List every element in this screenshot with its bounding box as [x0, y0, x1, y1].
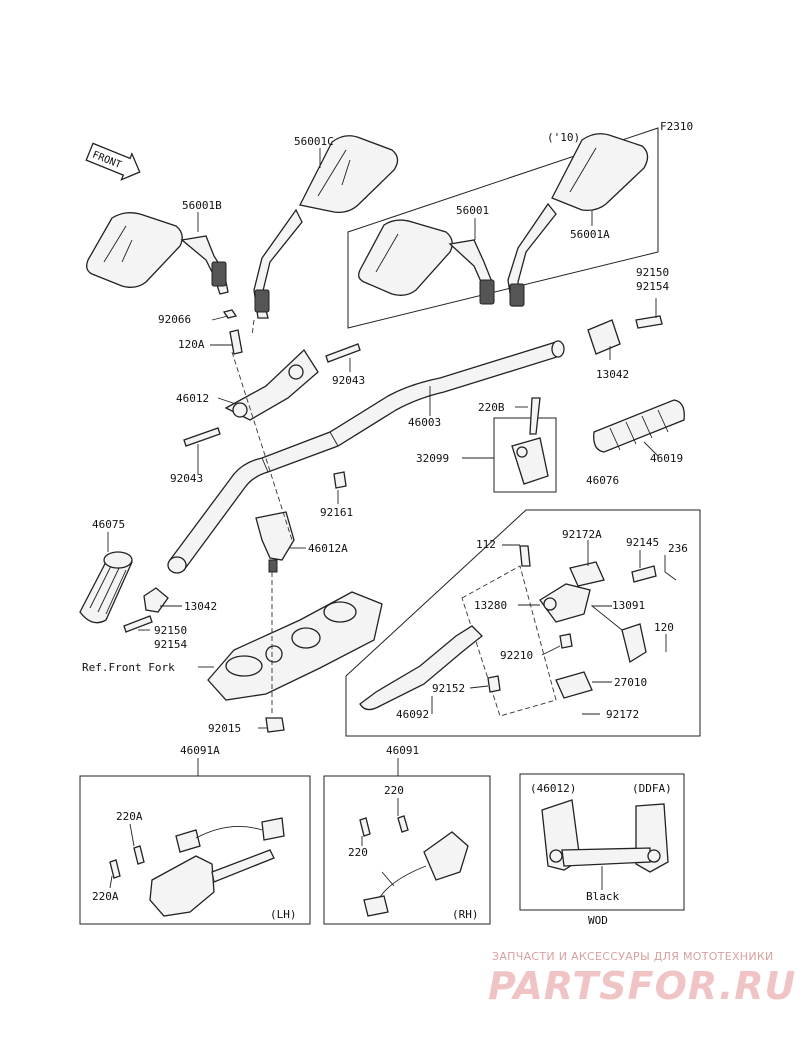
- brake-assembly-frame: [345, 509, 701, 737]
- label-92015: 92015: [208, 722, 241, 735]
- mirror-56001b: [86, 212, 229, 295]
- label-56001c: 56001C: [294, 135, 334, 148]
- label-46075: 46075: [92, 518, 125, 531]
- label-92150-top: 92150: [636, 266, 669, 279]
- label-92152: 92152: [432, 682, 465, 695]
- clamp-32099: [511, 397, 549, 485]
- grip-46019: [587, 315, 685, 453]
- label-92154-left: 92154: [154, 638, 187, 651]
- watermark-logo: PARTSFOR.RU: [488, 964, 797, 1008]
- inset-holder-ddfa: [541, 799, 669, 873]
- label-92043-left: 92043: [170, 472, 203, 485]
- brake-lever-46092: [359, 625, 483, 711]
- label-46076: 46076: [586, 474, 619, 487]
- inset-left-label: (46012): [530, 782, 576, 795]
- mirror-56001c: [253, 135, 399, 319]
- rh-tag: (RH): [452, 908, 479, 921]
- label-46012a: 46012A: [308, 542, 348, 555]
- label-92043-right: 92043: [332, 374, 365, 387]
- label-92145: 92145: [626, 536, 659, 549]
- inset-right-label: (DDFA): [632, 782, 672, 795]
- clamp-frame: [493, 417, 557, 493]
- label-92172: 92172: [606, 708, 639, 721]
- label-46091a: 46091A: [180, 744, 220, 757]
- label-92154-top: 92154: [636, 280, 669, 293]
- label-220a-lower: 220A: [92, 890, 119, 903]
- label-13091: 13091: [612, 599, 645, 612]
- label-13042-left: 13042: [184, 600, 217, 613]
- label-46012: 46012: [176, 392, 209, 405]
- label-ref-front-fork: Ref.Front Fork: [82, 661, 175, 674]
- label-92210: 92210: [500, 649, 533, 662]
- inset-color-label: Black: [586, 890, 619, 903]
- label-56001a: 56001A: [570, 228, 610, 241]
- label-13280: 13280: [474, 599, 507, 612]
- label-13042-right: 13042: [596, 368, 629, 381]
- mirror-2010-frame: [347, 127, 659, 329]
- label-32099: 32099: [416, 452, 449, 465]
- label-46019: 46019: [650, 452, 683, 465]
- inset-frame: [519, 773, 685, 911]
- label-27010: 27010: [614, 676, 647, 689]
- label-92066: 92066: [158, 313, 191, 326]
- inset-code-label: WOD: [588, 914, 608, 927]
- assembly-lines: [231, 319, 293, 716]
- figure-code: F2310: [660, 120, 693, 133]
- label-112: 112: [476, 538, 496, 551]
- upper-holder-46012: [183, 309, 361, 447]
- lower-holder-46012a: [255, 471, 347, 573]
- lh-switch-frame: [79, 775, 311, 925]
- part-labels: 56001C 56001B 56001 56001A 92150 92154 9…: [82, 135, 688, 927]
- year-tag: ('10): [547, 131, 580, 144]
- mirror-56001a: [507, 133, 649, 307]
- watermark-caption: ЗАПЧАСТИ И АКСЕССУАРЫ ДЛЯ МОТОТЕХНИКИ: [492, 950, 774, 963]
- label-220-upper: 220: [384, 784, 404, 797]
- label-120: 120: [654, 621, 674, 634]
- label-220b: 220B: [478, 401, 505, 414]
- label-46003: 46003: [408, 416, 441, 429]
- grip-46075: [79, 551, 169, 633]
- lh-switch-46091a: [109, 817, 285, 917]
- label-46091: 46091: [386, 744, 419, 757]
- label-236: 236: [668, 542, 688, 555]
- mirror-56001: [358, 219, 495, 305]
- brake-master-cylinder: [487, 545, 657, 699]
- rh-switch-46091: [359, 815, 469, 917]
- front-arrow-icon: FRONT: [85, 142, 141, 181]
- rh-switch-frame: [323, 775, 491, 925]
- lh-tag: (LH): [270, 908, 297, 921]
- label-46092: 46092: [396, 708, 429, 721]
- leader-lines: [107, 148, 677, 890]
- label-56001: 56001: [456, 204, 489, 217]
- label-220a-upper: 220A: [116, 810, 143, 823]
- label-120a: 120A: [178, 338, 205, 351]
- label-92150-left: 92150: [154, 624, 187, 637]
- label-92161: 92161: [320, 506, 353, 519]
- triple-clamp: [207, 591, 383, 733]
- label-92172a: 92172A: [562, 528, 602, 541]
- handlebar-46003: [167, 340, 565, 574]
- lever-sub-frame: [461, 565, 557, 717]
- label-56001b: 56001B: [182, 199, 222, 212]
- label-220-lower: 220: [348, 846, 368, 859]
